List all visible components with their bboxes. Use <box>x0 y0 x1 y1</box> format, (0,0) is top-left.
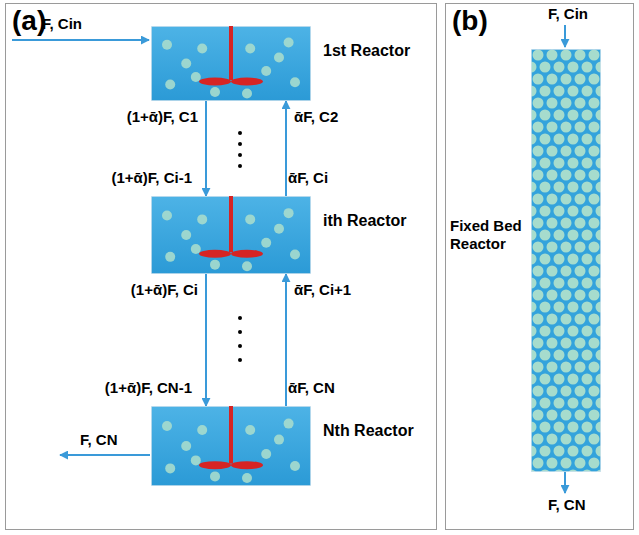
panel-frame: (a) 1st Reactor ith ReactorNth Reactor <box>5 3 437 530</box>
inlet-arrow <box>12 39 149 41</box>
tank-drawing <box>151 26 311 101</box>
stream-label: F, Cin <box>548 6 588 23</box>
reactor-tank: Nth Reactor <box>151 406 311 486</box>
panel-frame: (b) Fixed Bed Reactor <box>445 3 634 530</box>
panel-letter: (a) <box>12 5 46 37</box>
reactor-name: 1st Reactor <box>323 42 410 60</box>
stream-label: F, CN <box>80 432 118 449</box>
tank-drawing <box>151 196 311 274</box>
outlet-arrow <box>60 454 150 456</box>
reactor-name: Fixed Bed Reactor <box>450 217 528 253</box>
panel-letter: (b) <box>452 5 488 37</box>
stream-label: ᾱF, Ci <box>288 170 328 187</box>
flow-connector <box>205 101 207 196</box>
flow-connector <box>205 274 207 406</box>
flow-label: (1+ᾱ)F, C1 <box>127 109 198 126</box>
stream-label: (1+ᾱ)F, Ci-1 <box>112 170 193 187</box>
inlet-arrow <box>564 25 566 47</box>
stream-label: F, CN <box>548 497 586 514</box>
fixed-bed-column: Fixed Bed Reactor <box>531 49 601 472</box>
reactor-tank: ith Reactor <box>151 196 311 274</box>
reactor-name: Nth Reactor <box>323 422 414 440</box>
reactor-name: ith Reactor <box>323 212 407 230</box>
flow-connector <box>285 274 287 406</box>
flow-label: ᾱF, Ci+1 <box>294 282 351 299</box>
flow-connector <box>285 101 287 196</box>
stream-label: ᾱF, CN <box>288 380 335 397</box>
stream-label: (1+ᾱ)F, CN-1 <box>105 380 192 397</box>
tank-drawing <box>151 406 311 486</box>
flow-label: ᾱF, C2 <box>294 109 338 126</box>
outlet-arrow <box>564 471 566 493</box>
packed-bed-drawing <box>531 49 601 472</box>
reactor-tank: 1st Reactor <box>151 26 311 101</box>
stream-label: F, Cin <box>42 16 82 33</box>
flow-label: (1+ᾱ)F, Ci <box>131 282 198 299</box>
